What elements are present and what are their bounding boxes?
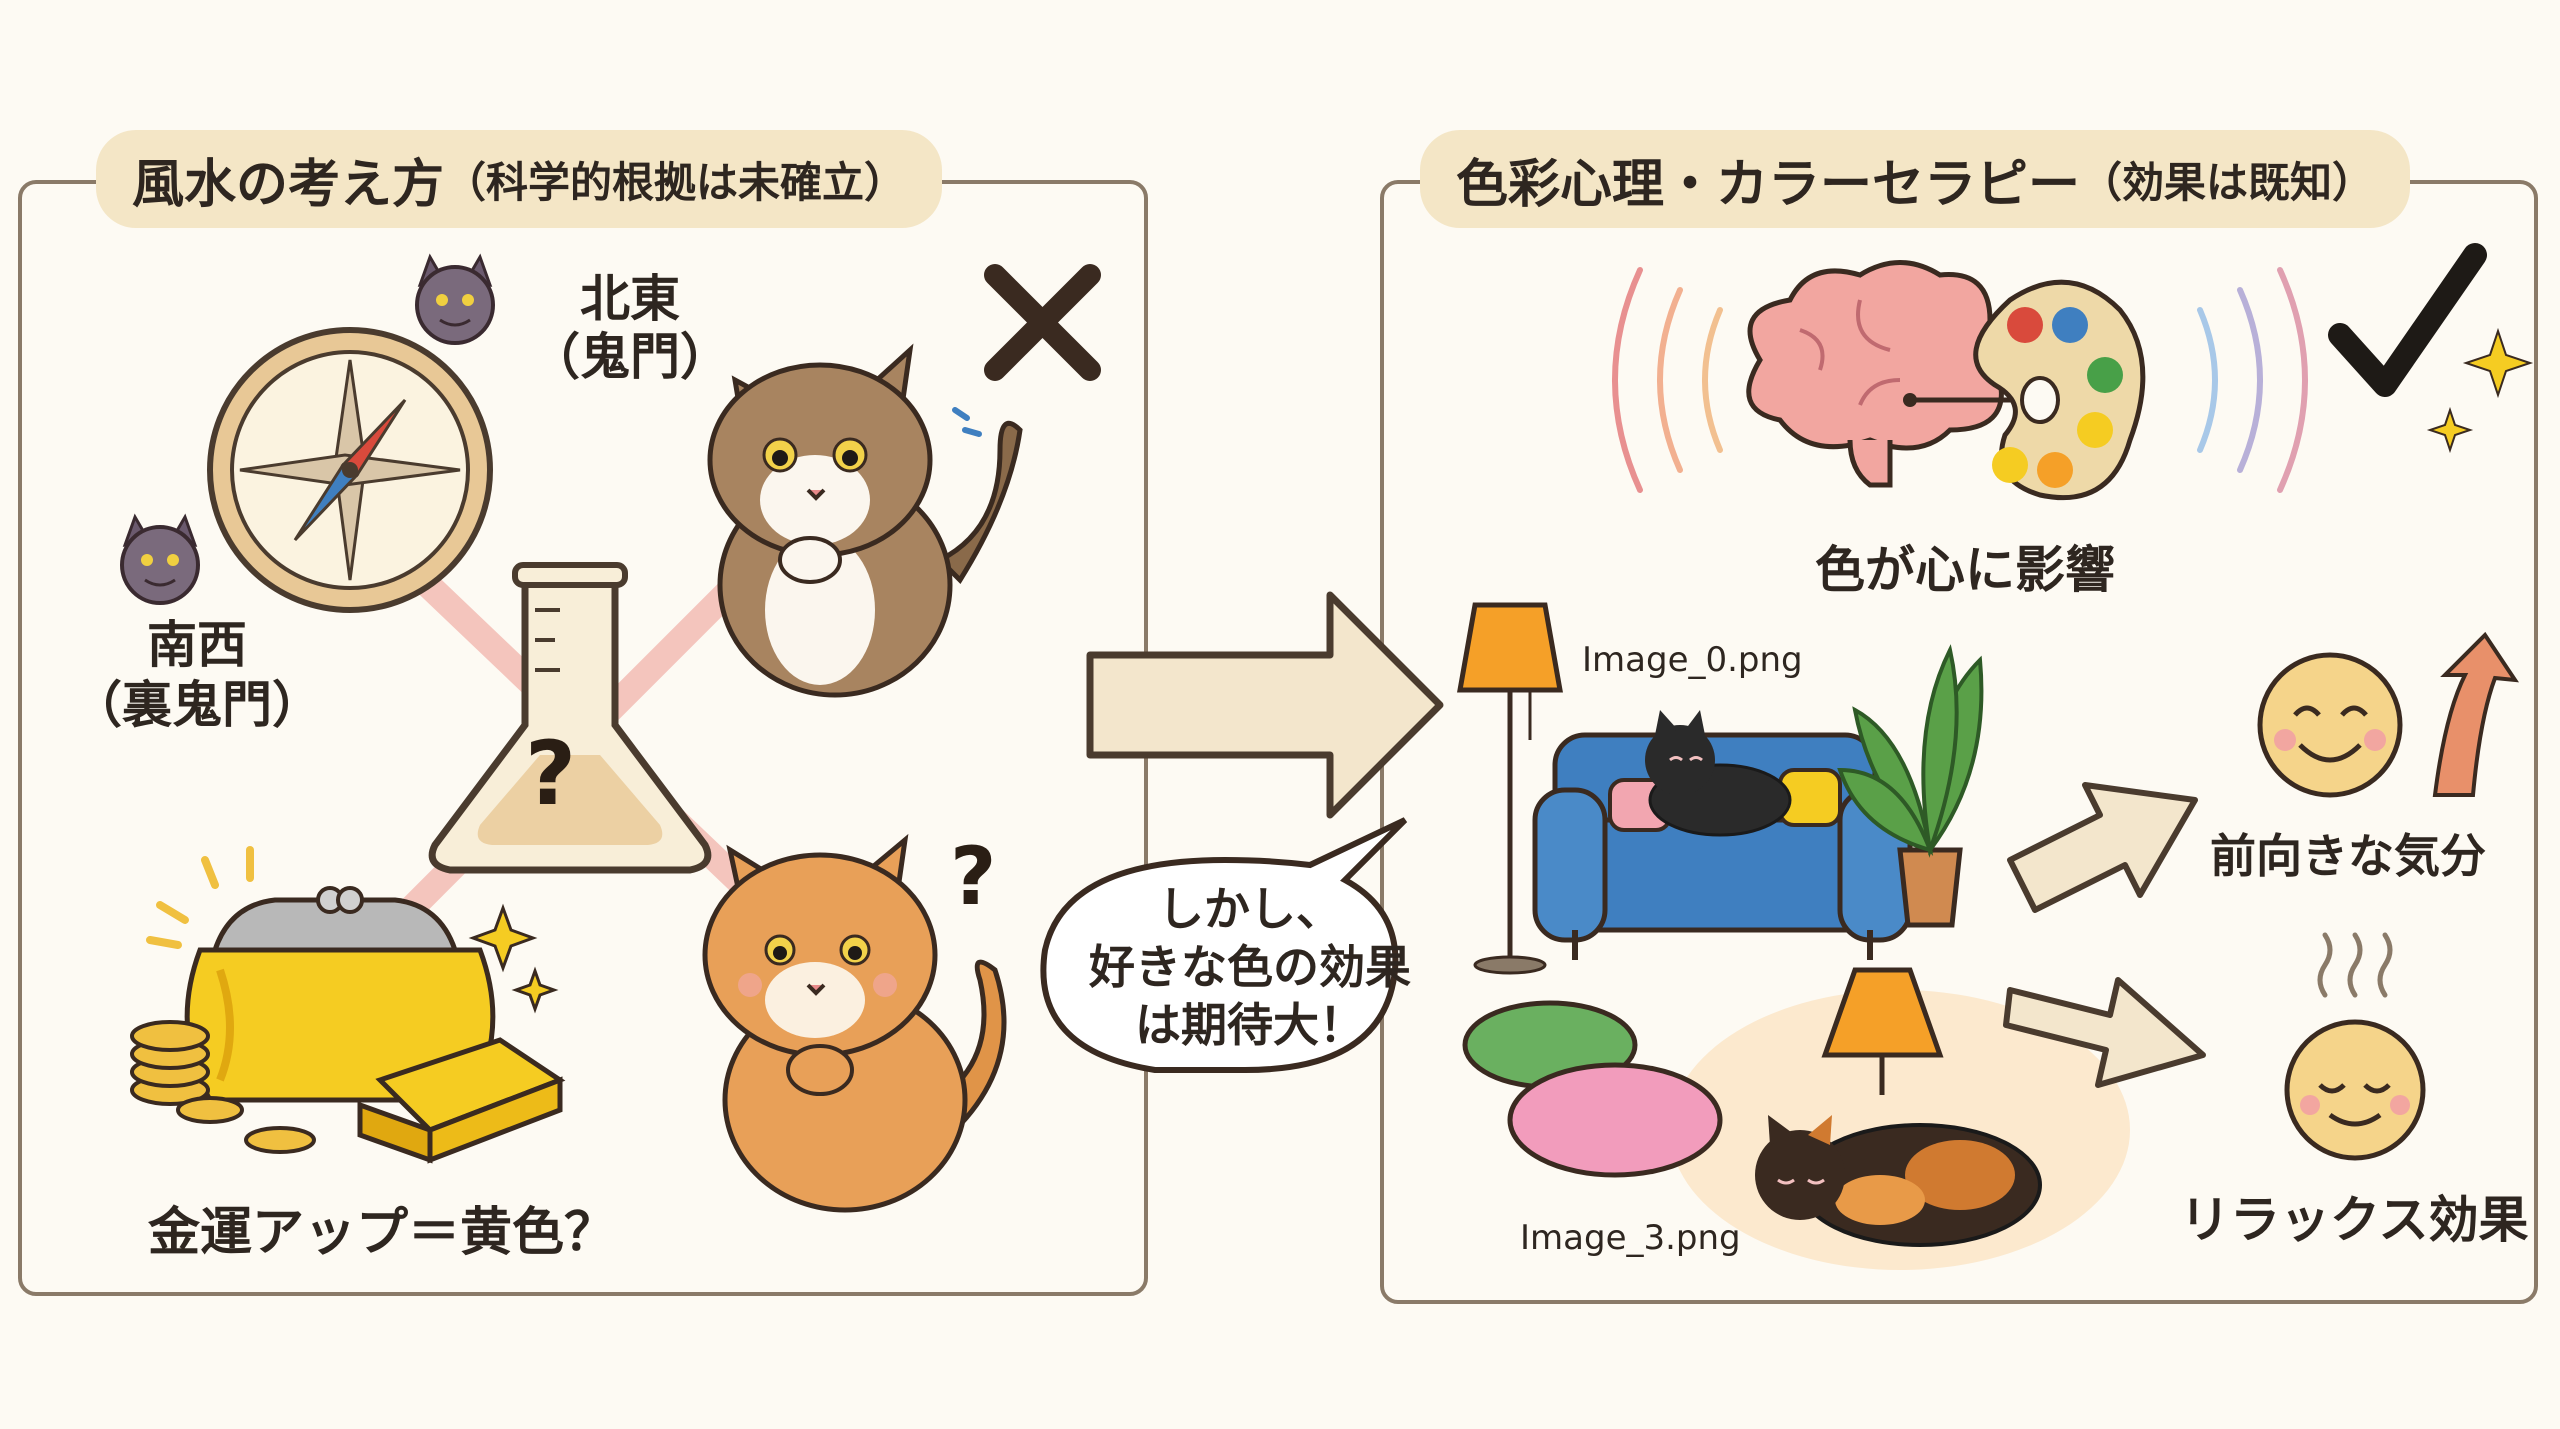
- gold-bar: [357, 1037, 566, 1164]
- orange-cat: [702, 833, 1007, 1213]
- arrow-relax: [2003, 977, 2206, 1088]
- devil-icon: [415, 253, 495, 345]
- palette-icon: [1973, 279, 2146, 501]
- arrow-positive: [2007, 782, 2198, 913]
- flask-icon: [428, 562, 712, 874]
- shine-lines: [146, 846, 254, 949]
- color-therapy-title: 色彩心理・カラーセラピー（効果は既知）: [1420, 130, 2411, 228]
- brain-caption: 色が心に影響: [1815, 541, 2115, 599]
- check-mark-icon: [2328, 243, 2487, 397]
- devil-icon: [120, 513, 200, 605]
- sparkle-icon: [468, 903, 559, 1014]
- northeast-label: 北東 （鬼門）: [530, 270, 730, 386]
- relax-effect-label: リラックス効果: [2180, 1191, 2529, 1249]
- coins: [130, 1020, 316, 1154]
- positive-mood-label: 前向きな気分: [2210, 829, 2486, 883]
- up-arrow-icon: [2432, 631, 2520, 797]
- compass-icon: [207, 327, 493, 613]
- southwest-label: 南西 （裏鬼門）: [72, 616, 322, 734]
- image-3-filename: Image_3.png: [1520, 1218, 1741, 1258]
- sound-waves: [1612, 267, 2308, 493]
- sofa: [1532, 710, 1913, 960]
- speech-bubble-text: しかし、 好きな色の効果 は期待大！: [1089, 882, 1411, 1052]
- wealth-caption: 金運アップ＝黄色？: [148, 1203, 617, 1263]
- feng-shui-title: 風水の考え方（科学的根拠は未確立）: [96, 130, 943, 228]
- main-arrow: [1086, 591, 1444, 819]
- tabby-cat: [707, 343, 1023, 698]
- sparkle-icon: [2426, 327, 2534, 454]
- cushions: [1462, 1000, 1723, 1178]
- lamp-icon: [1457, 602, 1563, 975]
- purse-icon: [184, 886, 496, 1103]
- steam-lines: [2317, 932, 2393, 998]
- cross-mark-icon: [984, 264, 1101, 381]
- lamp-icon: [1821, 967, 1944, 1095]
- brain-icon: [1746, 260, 2016, 488]
- sleeping-cat: [1755, 1115, 2042, 1247]
- plant-icon: [1837, 644, 1984, 928]
- cat-question-mark: ?: [950, 830, 997, 923]
- relaxed-face-icon: [2284, 1019, 2426, 1161]
- image-0-filename: Image_0.png: [1582, 640, 1803, 680]
- speech-bubble: [1040, 817, 1408, 1073]
- smile-face-icon: [2257, 652, 2403, 798]
- flask-question-mark: ?: [525, 722, 577, 825]
